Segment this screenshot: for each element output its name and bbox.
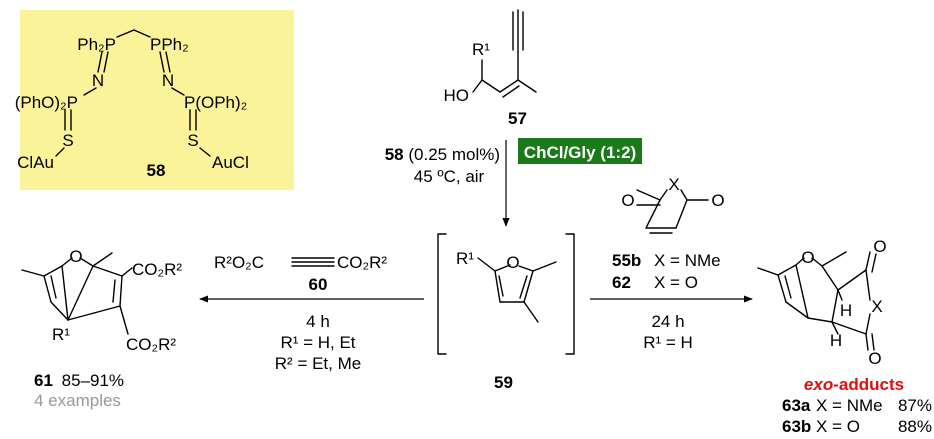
vertical-step: 58 (0.25 mol%) 45 ºC, air ChCl/Gly (1:2) (385, 138, 642, 227)
catalyst-highlight-box (20, 10, 294, 190)
product-63-bonds (757, 251, 877, 351)
yield-63b: 88% (898, 417, 932, 436)
desc-63a: X = NMe (816, 396, 883, 415)
product-63-o-bridge: O (801, 248, 814, 267)
s-right: S (187, 131, 198, 150)
left-r2-condition: R² = Et, Me (275, 354, 361, 373)
solvent-tag-box (518, 138, 642, 164)
product-61-bonds (21, 252, 133, 335)
dienophile-bonds (636, 189, 709, 234)
exo-prefix: exo (804, 375, 833, 394)
label-63a: 63a (782, 396, 811, 415)
vertical-loading: (0.25 mol%) (408, 145, 500, 164)
desc-63b: X = O (816, 417, 860, 436)
product-61: O CO₂R² CO₂R² R¹ 61 85–91% 4 examples (21, 247, 182, 410)
furan-r1: R¹ (456, 249, 474, 268)
exo-suffix: -adducts (833, 375, 904, 394)
dienophile-o-right: O (711, 191, 724, 210)
vertical-catalyst-ref: 58 (385, 145, 404, 164)
pph2-right: PPh₂ (150, 35, 189, 54)
product-61-co2r2-bottom: CO₂R² (126, 335, 176, 354)
product-63-x: X (871, 297, 882, 316)
ph2p-left: Ph₂P (77, 35, 116, 54)
product-61-examples: 4 examples (34, 391, 121, 410)
product-63-o-top: O (873, 237, 886, 256)
claus-left: ClAu (17, 153, 54, 172)
vertical-conditions: 45 ºC, air (414, 167, 485, 186)
dienophile-o-left: O (621, 191, 634, 210)
product-63-h-left: H (830, 331, 842, 350)
label-62: 62 (612, 273, 631, 292)
furan-bonds (437, 233, 575, 355)
catalyst-label: 58 (147, 161, 166, 180)
alkyne-triple-bond (291, 257, 335, 267)
substrate-label: 57 (508, 109, 527, 128)
exo-adducts-title: exo-adducts (804, 375, 904, 394)
left-r1-condition: R¹ = H, Et (280, 333, 355, 352)
pho2p-left: (PhO)₂P (15, 93, 78, 112)
substrate-57: R¹ HO 57 (444, 9, 537, 128)
label-63b: 63b (782, 417, 811, 436)
product-63: O X O O H H exo-adducts 63a X = NMe 87% … (757, 237, 932, 436)
n-right: N (162, 71, 174, 90)
right-r1-condition: R¹ = H (643, 333, 693, 352)
dienophile-x: X (668, 175, 679, 194)
left-time: 4 h (306, 312, 330, 331)
catalyst-bonds (55, 29, 211, 157)
yield-63a: 87% (898, 396, 932, 415)
vertical-conditions-line1: 58 (0.25 mol%) (385, 145, 500, 164)
alkyne-label: 60 (309, 275, 328, 294)
substrate-bonds (472, 9, 537, 98)
right-time: 24 h (651, 312, 684, 331)
catalyst-58: Ph₂P PPh₂ N N (PhO)₂P P(OPh)₂ S S ClAu A… (15, 10, 294, 190)
product-61-o: O (69, 247, 82, 266)
substrate-ho: HO (444, 86, 470, 105)
solvent-tag: ChCl/Gly (1:2) (524, 143, 636, 162)
right-step: X O O 55b X = NMe 62 X = O 24 h R¹ = H (590, 175, 753, 352)
substrate-r1: R¹ (472, 40, 490, 59)
label-55b: 55b (612, 251, 641, 270)
product-61-yield: 85–91% (62, 371, 124, 390)
furan-label: 59 (494, 373, 513, 392)
product-61-label: 61 (34, 371, 53, 390)
desc-62: X = O (654, 273, 698, 292)
s-left: S (62, 131, 73, 150)
furan-o: O (506, 253, 519, 272)
product-63-h-right: H (840, 301, 852, 320)
product-63-o-bottom: O (868, 349, 881, 368)
n-left: N (92, 71, 104, 90)
product-61-r1: R¹ (52, 325, 70, 344)
furan-59: O R¹ 59 (437, 233, 575, 392)
p-oph2-right: P(OPh)₂ (184, 93, 247, 112)
product-61-caption: 61 85–91% (34, 371, 124, 390)
alkyne-r2o2c: R²O₂C (214, 253, 264, 272)
auscl-right: AuCl (212, 153, 249, 172)
left-step: R²O₂C CO₂R² 60 4 h R¹ = H, Et R² = Et, M… (199, 253, 424, 373)
desc-55b: X = NMe (654, 251, 721, 270)
alkyne-co2r2: CO₂R² (337, 253, 387, 272)
product-61-co2r2-top: CO₂R² (132, 260, 182, 279)
